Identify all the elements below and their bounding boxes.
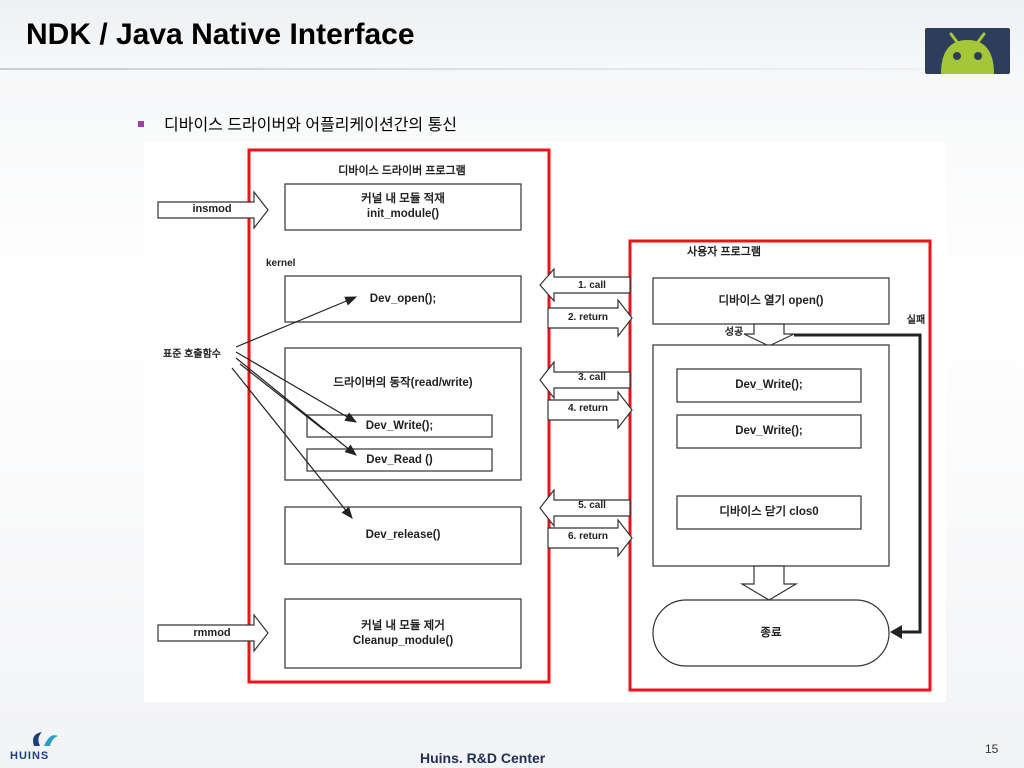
cleanup-line1: 커널 내 모듈 제거 — [361, 619, 445, 632]
close-box — [676, 495, 862, 530]
std-arrow-action — [239, 363, 325, 431]
call5-arrow — [539, 488, 631, 528]
dev-open-text: Dev_open(); — [369, 292, 437, 305]
init-module-box — [284, 183, 522, 231]
android-icon — [941, 32, 994, 74]
return4-label: 4. return — [567, 403, 608, 414]
user-panel-border — [628, 239, 932, 692]
dev-write-text: Dev_Write(); — [365, 419, 434, 432]
std-arrow-read — [235, 357, 357, 456]
fail-arrowhead — [890, 625, 902, 639]
call3-label: 3. call — [578, 372, 606, 383]
slide-title: NDK / Java Native Interface — [26, 18, 415, 51]
dev-read-text: Dev_Read () — [366, 453, 433, 466]
huins-logo: HUINS — [8, 728, 78, 766]
kernel-label: kernel — [266, 258, 296, 269]
open-text: 디바이스 열기 open() — [718, 294, 824, 307]
insmod-arrow — [157, 190, 269, 230]
open-box — [652, 277, 890, 325]
cleanup-line2: Cleanup_module() — [352, 634, 454, 647]
bullet-item: 디바이스 드라이버와 어플리케이션간의 통신 — [138, 111, 457, 135]
call5-label: 5. call — [578, 500, 606, 511]
call1-label: 1. call — [578, 280, 606, 291]
page-number: 15 — [985, 742, 999, 756]
huins-logo-icon — [33, 732, 58, 746]
fail-path — [794, 333, 922, 634]
call1-arrow — [539, 267, 631, 303]
call3-arrow — [539, 360, 631, 400]
success-label: 성공 — [724, 327, 744, 338]
return2-label: 2. return — [567, 312, 608, 323]
return6-arrow — [547, 518, 633, 558]
return6-label: 6. return — [567, 531, 608, 542]
init-module-line1: 커널 내 모듈 적재 — [361, 193, 445, 205]
cleanup-module-text: 커널 내 모듈 제거 Cleanup_module() — [285, 599, 521, 668]
close-text: 디바이스 닫기 clos0 — [719, 506, 819, 518]
insmod-label: insmod — [192, 203, 232, 215]
cleanup-module-box — [284, 598, 522, 669]
driver-panel-title: 디바이스 드라이버 프로그램 — [338, 165, 466, 177]
to-end-down-arrow — [739, 565, 799, 601]
dev-open-box — [284, 275, 522, 323]
end-terminal — [652, 599, 890, 667]
rmmod-arrow — [157, 613, 269, 653]
user-write2-text: Dev_Write(); — [735, 425, 803, 437]
success-down-arrow — [743, 323, 795, 347]
dev-release-box — [284, 506, 522, 565]
huins-brand-text: HUINS — [10, 750, 50, 762]
std-call-label: 표준 호출함수 — [163, 349, 221, 360]
user-write2-box — [676, 414, 862, 449]
user-write1-box — [676, 368, 862, 403]
footer-center-text: Huins. R&D Center — [420, 750, 546, 766]
user-panel-title: 사용자 프로그램 — [687, 246, 761, 258]
diagram-graphics — [157, 148, 932, 692]
std-arrow-release — [231, 367, 353, 519]
return4-arrow — [547, 390, 633, 430]
communication-diagram: 디바이스 드라이버 프로그램 insmod kernel 표준 호출함수 rmm… — [144, 142, 946, 702]
init-module-line2: init_module() — [366, 208, 440, 220]
std-arrow-open — [235, 296, 358, 348]
bullet-text: 디바이스 드라이버와 어플리케이션간의 통신 — [164, 117, 458, 134]
rmmod-label: rmmod — [193, 627, 231, 639]
user-write1-text: Dev_Write(); — [735, 379, 803, 391]
android-logo — [925, 28, 1010, 74]
std-arrow-write — [235, 351, 358, 423]
title-divider — [0, 68, 1024, 70]
driver-action-text: 드라이버의 동작(read/write) — [333, 376, 473, 389]
fail-label: 실패 — [906, 315, 926, 326]
end-text: 종료 — [760, 626, 782, 639]
init-module-text: 커널 내 모듈 적재 init_module() — [285, 184, 521, 230]
return2-arrow — [547, 298, 633, 338]
dev-release-text: Dev_release() — [365, 529, 441, 541]
bullet-marker — [138, 121, 144, 128]
